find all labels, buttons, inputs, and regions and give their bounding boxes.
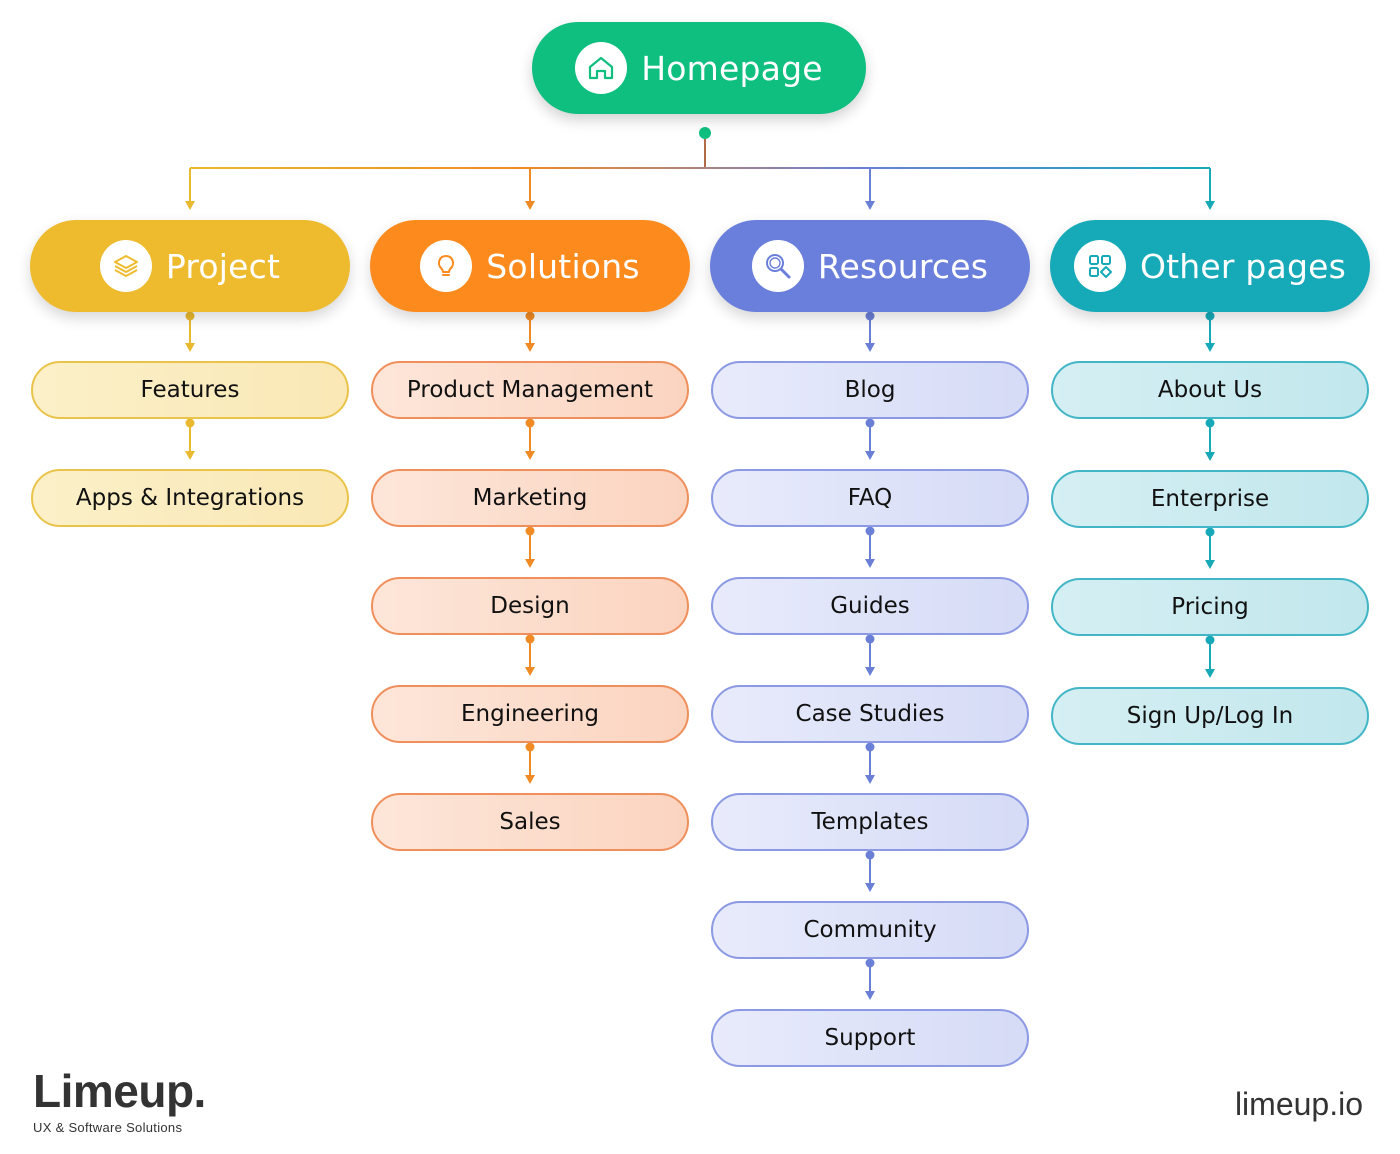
page-sign-up-log-in: Sign Up/Log In [1051, 687, 1369, 745]
page-features: Features [31, 361, 349, 419]
lightbulb-icon [420, 240, 473, 292]
chain-solutions-1-dot [525, 418, 535, 428]
chain-other-3-dot [1205, 635, 1215, 645]
chain-solutions-2-dot [525, 526, 535, 536]
page-templates: Templates [711, 793, 1029, 851]
grid-icon [1073, 240, 1126, 292]
search-icon [751, 240, 804, 292]
chain-resources-2-dot [865, 526, 875, 536]
brand-logo: Limeup. UX & Software Solutions [33, 1068, 206, 1135]
chain-resources-2-arrow [865, 559, 875, 568]
page-design: Design [371, 577, 689, 635]
page-apps-integrations: Apps & Integrations [31, 469, 349, 527]
page-blog: Blog [711, 361, 1029, 419]
chain-project-0-arrow [185, 343, 195, 352]
root-connector-dot [699, 127, 711, 139]
category-resources: Resources [710, 220, 1030, 312]
chain-resources-1-dot [865, 418, 875, 428]
chain-resources-5-arrow [865, 883, 875, 892]
chain-other-1-arrow [1205, 452, 1215, 461]
chain-resources-5-dot [865, 850, 875, 860]
drop-arrow-solutions [525, 201, 535, 210]
page-enterprise: Enterprise [1051, 470, 1369, 528]
chain-solutions-0-dot [525, 311, 535, 321]
category-label: Project [165, 246, 281, 286]
chain-project-0-dot [185, 311, 195, 321]
page-product-management: Product Management [371, 361, 689, 419]
page-guides: Guides [711, 577, 1029, 635]
page-engineering: Engineering [371, 685, 689, 743]
page-case-studies: Case Studies [711, 685, 1029, 743]
category-label: Solutions [486, 246, 640, 286]
chain-other-0-dot [1205, 311, 1215, 321]
chain-project-1-dot [185, 418, 195, 428]
chain-solutions-2-arrow [525, 559, 535, 568]
drop-arrow-other [1205, 201, 1215, 210]
chain-resources-0-dot [865, 311, 875, 321]
page-faq: FAQ [711, 469, 1029, 527]
layers-icon [99, 240, 152, 292]
chain-solutions-1-arrow [525, 451, 535, 460]
chain-other-3-arrow [1205, 669, 1215, 678]
page-support: Support [711, 1009, 1029, 1067]
chain-resources-6-dot [865, 958, 875, 968]
chain-other-0-arrow [1205, 343, 1215, 352]
chain-resources-0-arrow [865, 343, 875, 352]
chain-other-2-arrow [1205, 560, 1215, 569]
homepage-node: Homepage [532, 22, 866, 114]
drop-arrow-resources [865, 201, 875, 210]
page-sales: Sales [371, 793, 689, 851]
chain-solutions-3-dot [525, 634, 535, 644]
homepage-label: Homepage [641, 48, 823, 88]
chain-solutions-3-arrow [525, 667, 535, 676]
chain-solutions-4-arrow [525, 775, 535, 784]
drop-arrow-project [185, 201, 195, 210]
chain-resources-6-arrow [865, 991, 875, 1000]
category-project: Project [30, 220, 350, 312]
category-solutions: Solutions [370, 220, 690, 312]
chain-other-2-dot [1205, 527, 1215, 537]
chain-resources-1-arrow [865, 451, 875, 460]
page-pricing: Pricing [1051, 578, 1369, 636]
page-community: Community [711, 901, 1029, 959]
chain-solutions-0-arrow [525, 343, 535, 352]
chain-other-1-dot [1205, 418, 1215, 428]
brand-tagline: UX & Software Solutions [33, 1120, 183, 1135]
category-label: Resources [817, 246, 989, 286]
home-icon [575, 42, 628, 94]
chain-project-1-arrow [185, 451, 195, 460]
chain-resources-3-arrow [865, 667, 875, 676]
chain-resources-4-dot [865, 742, 875, 752]
category-label: Other pages [1139, 246, 1346, 286]
brand-name: Limeup. [33, 1065, 206, 1117]
site-url: limeup.io [1234, 1086, 1363, 1122]
chain-resources-4-arrow [865, 775, 875, 784]
page-marketing: Marketing [371, 469, 689, 527]
page-about-us: About Us [1051, 361, 1369, 419]
category-other-pages: Other pages [1050, 220, 1370, 312]
chain-solutions-4-dot [525, 742, 535, 752]
chain-resources-3-dot [865, 634, 875, 644]
